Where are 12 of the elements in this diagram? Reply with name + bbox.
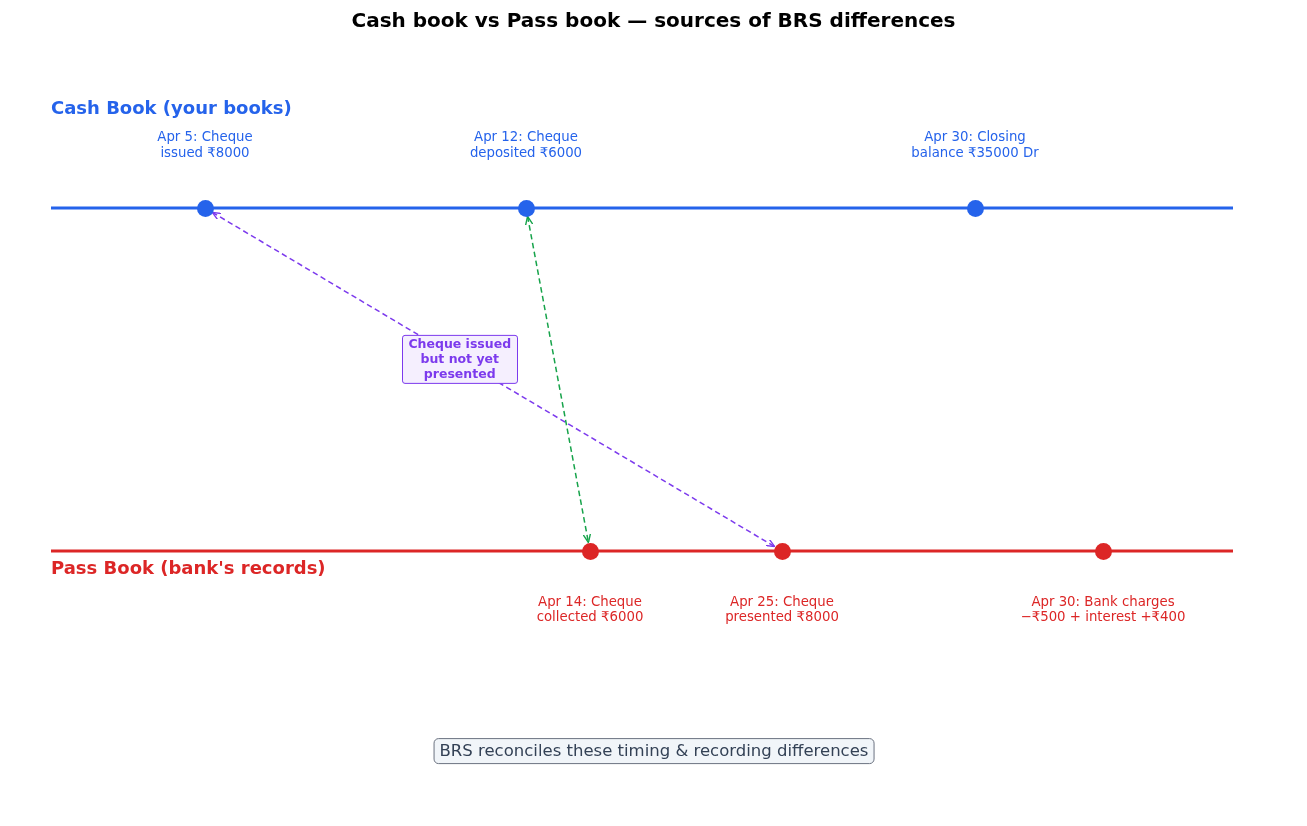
event-label: Apr 12: Cheque deposited ₹6000 bbox=[468, 129, 584, 161]
event-label: Apr 25: Cheque presented ₹8000 bbox=[724, 593, 840, 625]
event-label: Apr 30: Bank charges −₹500 + interest +₹400 bbox=[1019, 593, 1187, 625]
timeline-heading: Cash Book (your books) bbox=[51, 97, 292, 119]
event-label: Apr 5: Cheque issued ₹8000 bbox=[156, 129, 254, 161]
event-label: Apr 30: Closing balance ₹35000 Dr bbox=[910, 129, 1040, 161]
timeline-heading: Pass Book (bank's records) bbox=[51, 557, 326, 579]
edge-label: Cheque issued but not yet presented bbox=[401, 335, 518, 384]
summary-note: BRS reconciles these timing & recording differences bbox=[433, 738, 875, 764]
event-label: Apr 14: Cheque collected ₹6000 bbox=[535, 593, 645, 625]
connector-arrow bbox=[525, 215, 591, 544]
diagram-title: Cash book vs Pass book — sources of BRS differences bbox=[351, 8, 956, 32]
